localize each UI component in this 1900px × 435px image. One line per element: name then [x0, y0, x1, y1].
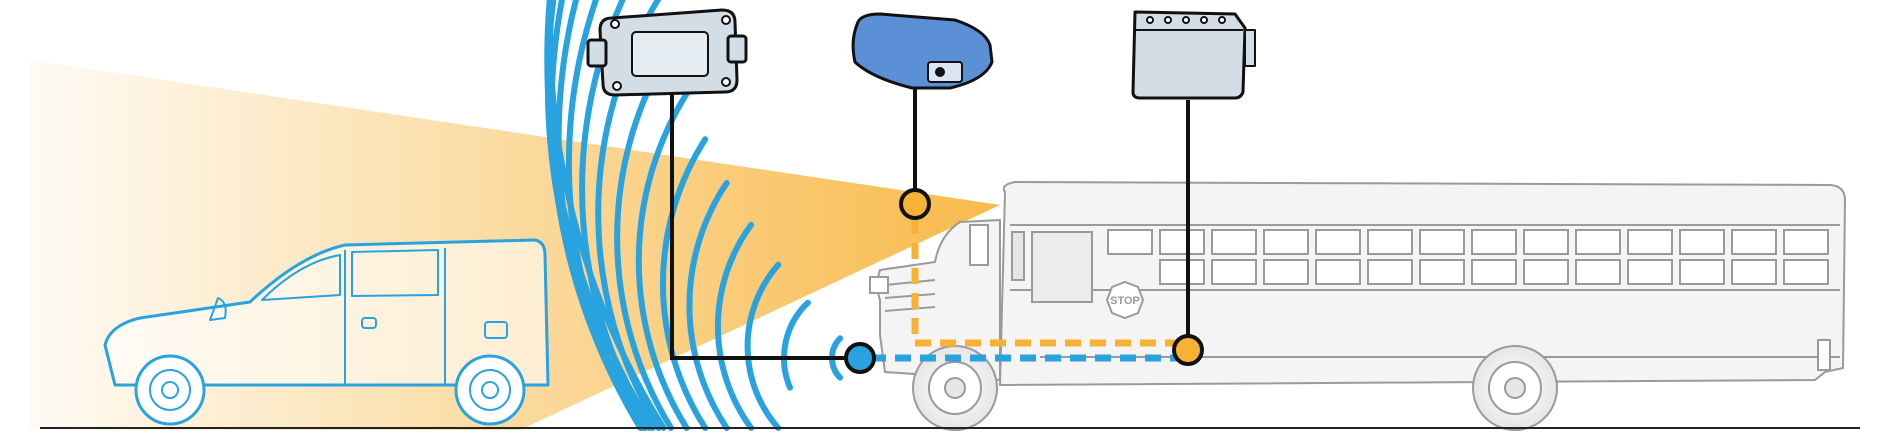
module-node — [1172, 334, 1204, 366]
radar-wave-arc — [744, 261, 782, 431]
radar-wave-arc — [660, 136, 709, 431]
bus-window — [1523, 259, 1569, 285]
bus-window — [1783, 229, 1829, 255]
stop-sign-icon: STOP — [1105, 280, 1145, 320]
bus-window — [1679, 259, 1725, 285]
bus-window — [1419, 229, 1465, 255]
school-bus-icon: STOP — [869, 180, 1847, 431]
camera-node — [899, 188, 931, 220]
bus-window — [1263, 229, 1309, 255]
bus-window — [1107, 229, 1153, 255]
radar-waves — [544, 0, 844, 431]
radar-wave-arc — [544, 0, 656, 431]
camera-bus-dashed-line — [911, 218, 1188, 347]
bus-window — [1731, 259, 1777, 285]
control-module-icon — [1131, 10, 1256, 100]
bus-window — [1211, 229, 1257, 255]
bus-window — [1159, 229, 1205, 255]
bus-window — [1679, 229, 1725, 255]
bus-window — [1367, 229, 1413, 255]
radar-node — [844, 342, 876, 374]
bus-window — [1315, 259, 1361, 285]
car-rear-wheel — [454, 354, 526, 426]
radar-wave-arc — [714, 221, 755, 431]
bus-window — [1783, 259, 1829, 285]
bus-window — [1627, 229, 1673, 255]
bus-window — [1575, 259, 1621, 285]
wiring — [670, 85, 1204, 374]
bus-window — [1315, 229, 1361, 255]
radar-wave-arc — [635, 90, 690, 431]
bus-window — [1731, 229, 1777, 255]
radar-wave-arc — [781, 299, 811, 391]
bus-window — [1575, 229, 1621, 255]
radar-wave-arc — [686, 180, 730, 431]
bus-window — [1159, 259, 1205, 285]
bus-window — [1627, 259, 1673, 285]
bus-window — [1419, 259, 1465, 285]
bus-window — [1471, 229, 1517, 255]
bus-window — [1367, 259, 1413, 285]
bus-window — [1523, 229, 1569, 255]
radar-sensor-icon — [586, 8, 748, 97]
stop-sign-text: STOP — [1110, 295, 1140, 307]
camera-unit-icon — [851, 12, 994, 90]
radar-link-line — [670, 95, 860, 360]
radar-wave-arc — [614, 43, 674, 431]
radar-wave-arc — [547, 0, 667, 431]
car-front-wheel — [134, 354, 206, 426]
bus-window — [1211, 259, 1257, 285]
bus-window — [1263, 259, 1309, 285]
car-icon — [103, 238, 550, 426]
bus-windows — [1107, 229, 1829, 285]
bus-window — [1471, 259, 1517, 285]
